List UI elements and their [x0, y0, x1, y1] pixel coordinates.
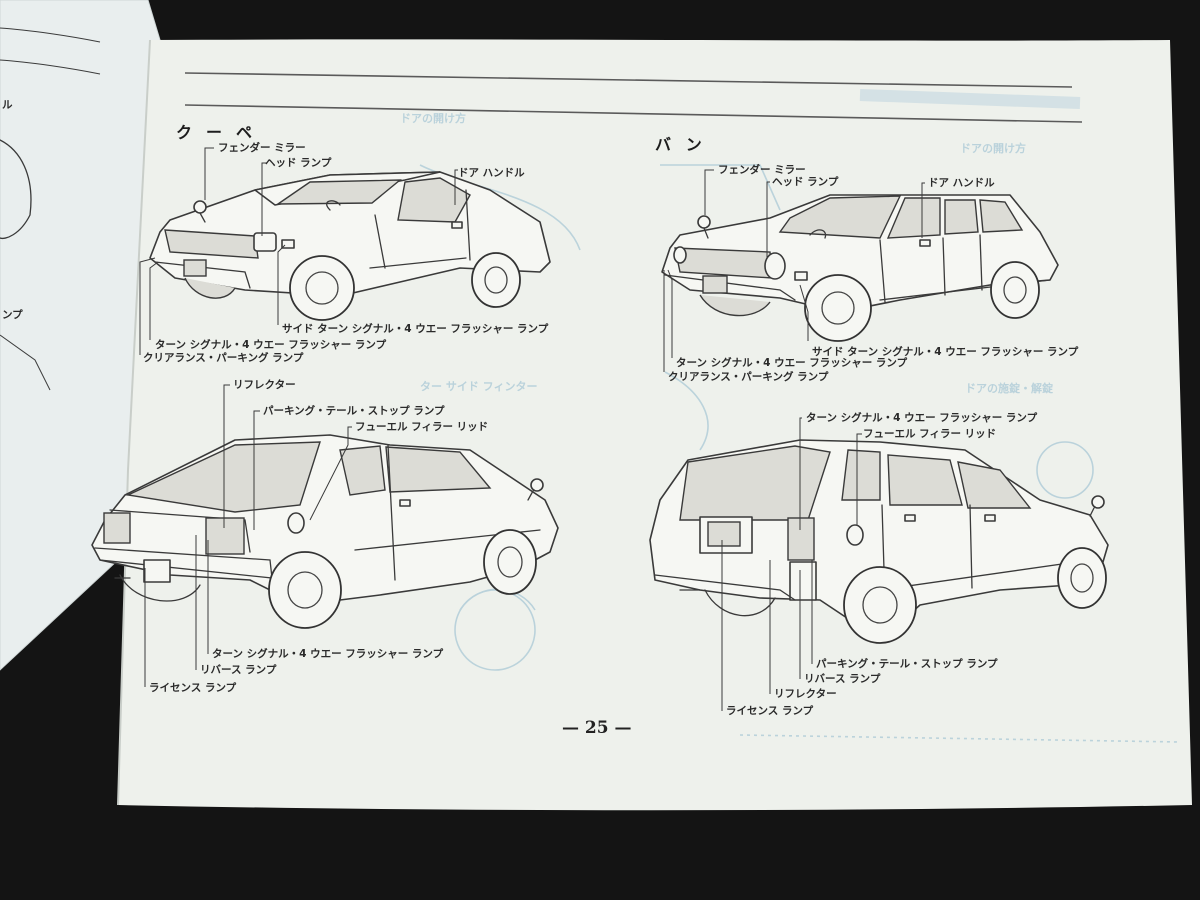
section-title-van: バン: [655, 135, 716, 154]
page-number: — 25 —: [562, 718, 632, 738]
header-rule-bottom: [184, 104, 1083, 123]
van-rear-illustration: [649, 439, 1109, 644]
left-fragment-text-2: ンプ: [2, 308, 23, 321]
van-front-leaders: [663, 169, 925, 372]
van-rear-label-reverse: リバース ランプ: [804, 672, 881, 685]
coupe-rear-label-parking-tail: パーキング・テール・ストップ ランプ: [263, 404, 445, 417]
coupe-front-label-door-handle: ドア ハンドル: [458, 167, 525, 179]
van-front-label-turn-signal: ターン シグナル・4 ウエー フラッシャー ランプ: [676, 356, 908, 369]
coupe-rear-label-license: ライセンス ランプ: [149, 681, 237, 694]
van-front-label-clearance: クリアランス・パーキング ランプ: [668, 370, 829, 383]
section-title-coupe: クーペ: [176, 123, 266, 142]
van-front-illustration: [661, 194, 1059, 342]
van-rear-leaders: [721, 417, 862, 711]
coupe-front-label-turn-signal: ターン シグナル・4 ウエー フラッシャー ランプ: [155, 338, 387, 351]
van-front-label-side-turn: サイド ターン シグナル・4 ウエー フラッシャー ランプ: [812, 345, 1079, 358]
van-rear-label-turn-signal: ターン シグナル・4 ウエー フラッシャー ランプ: [806, 411, 1038, 424]
header-rule-top: [184, 72, 1073, 88]
coupe-rear-label-turn-signal: ターン シグナル・4 ウエー フラッシャー ランプ: [212, 647, 444, 660]
left-fragment-text-1: ル: [2, 99, 13, 111]
van-front-label-head-lamp: ヘッド ランプ: [772, 175, 839, 188]
svg-text:ター サイド フィンター: ター サイド フィンター: [420, 380, 537, 393]
van-rear-label-parking-tail: パーキング・テール・ストップ ランプ: [816, 657, 998, 670]
svg-text:ドアの開け方: ドアの開け方: [960, 141, 1026, 155]
svg-text:ドアの開け方: ドアの開け方: [400, 111, 466, 125]
van-front-label-door-handle: ドア ハンドル: [928, 177, 995, 189]
coupe-front-leaders: [139, 147, 458, 355]
van-rear-label-license: ライセンス ランプ: [726, 704, 814, 717]
coupe-rear-label-fuel-lid: フューエル フィラー リッド: [355, 421, 488, 433]
coupe-front-label-head-lamp: ヘッド ランプ: [265, 156, 332, 169]
van-front-label-fender-mirror: フェンダー ミラー: [718, 163, 806, 176]
svg-text:ドアの施錠・解錠: ドアの施錠・解錠: [965, 381, 1054, 395]
coupe-front-label-clearance: クリアランス・パーキング ランプ: [143, 351, 304, 364]
coupe-rear-label-reflector: リフレクター: [233, 379, 296, 391]
van-rear-label-fuel-lid: フューエル フィラー リッド: [863, 428, 996, 440]
coupe-rear-leaders: [144, 384, 352, 687]
coupe-front-label-fender-mirror: フェンダー ミラー: [218, 141, 306, 154]
coupe-rear-label-reverse: リバース ランプ: [200, 663, 277, 676]
coupe-front-illustration: [149, 171, 551, 321]
van-rear-label-reflector: リフレクター: [774, 688, 837, 700]
coupe-front-label-side-turn: サイド ターン シグナル・4 ウエー フラッシャー ランプ: [282, 322, 549, 335]
manual-page: [117, 39, 1192, 811]
